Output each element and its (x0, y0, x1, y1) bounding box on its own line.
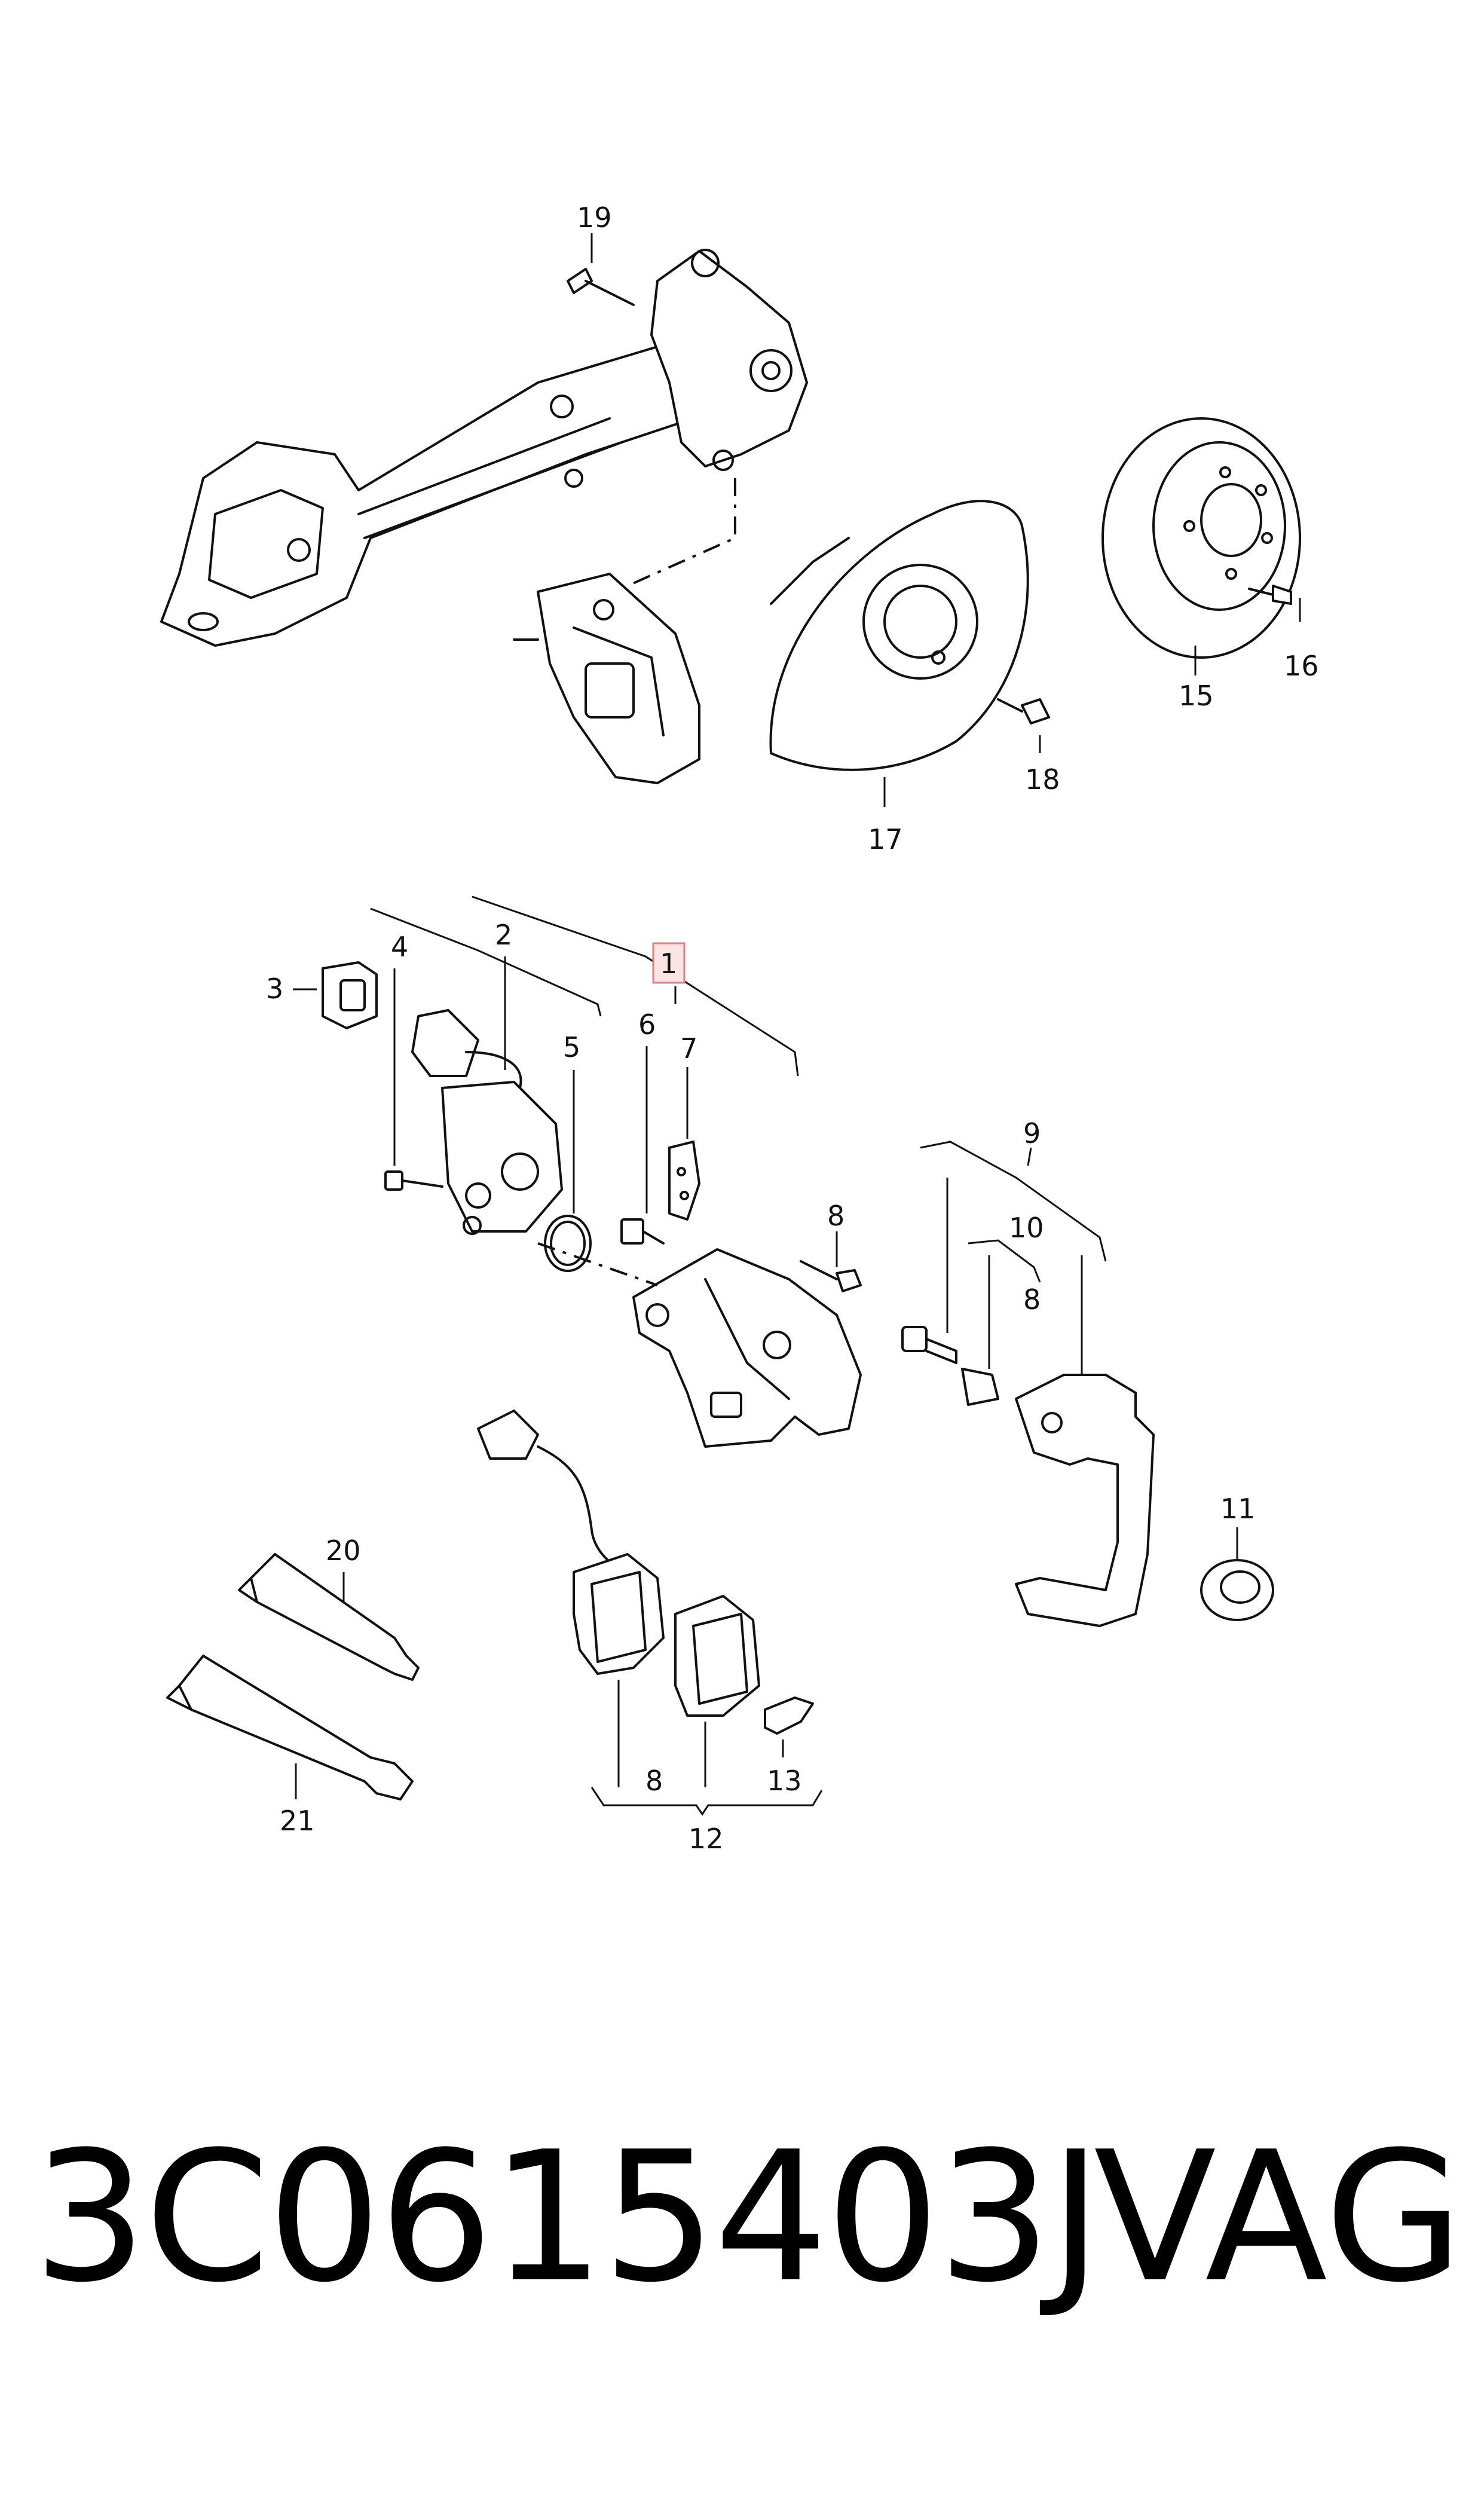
callout-3: 3 (266, 973, 283, 1005)
callout-11: 11 (1220, 1493, 1256, 1525)
callout-1: 1 (660, 947, 677, 980)
callout-6: 6 (638, 1008, 656, 1041)
callout-7: 7 (680, 1032, 697, 1065)
callout-10: 10 (1009, 1212, 1044, 1244)
rear-axle-trailing-arm (160, 249, 808, 647)
bolt-18 (997, 698, 1050, 724)
caliper-housing (632, 1248, 862, 1448)
screw-16 (1248, 585, 1292, 605)
callout-2: 2 (495, 919, 512, 951)
bolt-19 (567, 268, 635, 306)
callout-19: 19 (577, 201, 612, 234)
callout-20: 20 (326, 1534, 361, 1567)
callout-12: 12 (689, 1823, 724, 1855)
callout-1-highlight (652, 942, 686, 984)
brake-caliper-top (513, 573, 700, 784)
callout-16: 16 (1284, 650, 1319, 682)
brake-carrier (1015, 1374, 1155, 1627)
callout-13: 13 (767, 1765, 802, 1797)
brake-disc (1101, 417, 1301, 659)
spring-clip-13 (764, 1696, 814, 1735)
callout-18: 18 (1025, 763, 1060, 796)
callout-21: 21 (280, 1805, 315, 1837)
splash-shield (769, 500, 1029, 771)
brand-name: VAG (1094, 2113, 1464, 2322)
callout-8c: 8 (645, 1765, 663, 1797)
callout-8b: 8 (1023, 1283, 1041, 1316)
guide-sleeve-10 (961, 1368, 999, 1406)
callout-5: 5 (563, 1031, 580, 1063)
bolt-4 (384, 1170, 443, 1191)
brake-pad-inner (674, 1595, 760, 1717)
connector-3 (293, 961, 378, 1029)
part-number: 3C0615403J (33, 2113, 1102, 2322)
callout-15: 15 (1179, 680, 1214, 712)
parking-brake-motor (411, 1009, 563, 1235)
callout-8a: 8 (827, 1200, 844, 1232)
footer-caption: 3C0615403J VAG (0, 2128, 1484, 2415)
bolt-8-caliper (800, 1260, 862, 1292)
bracket-7 (668, 1141, 700, 1221)
o-ring-5 (544, 1215, 592, 1272)
callout-9: 9 (1023, 1117, 1041, 1150)
callout-17: 17 (868, 823, 903, 855)
grease-tube-20 (238, 1553, 420, 1681)
exploded-parts-diagram: 19 15 16 18 17 1 2 3 4 5 6 7 8 (160, 201, 1319, 1855)
callout-4: 4 (391, 931, 408, 963)
guide-bolt-8b (901, 1326, 957, 1364)
bleed-valve-6 (620, 1218, 665, 1245)
brake-pad-outer (573, 1553, 665, 1675)
wear-sensor-cable (477, 1410, 623, 1573)
grease-tube-21 (166, 1655, 414, 1800)
wheel-bearing-11 (1200, 1559, 1274, 1621)
